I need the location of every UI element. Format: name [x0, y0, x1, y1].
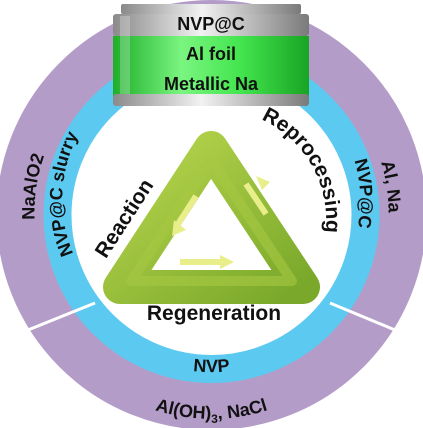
ring-divider-right [329, 301, 396, 332]
battery-line-2: Al foil [186, 44, 236, 64]
regeneration-label: Regeneration [147, 302, 281, 325]
ring-divider-left [27, 301, 96, 332]
battery-icon [113, 4, 309, 106]
inner-bottom-label: NVP [193, 355, 231, 376]
battery-line-3: Metallic Na [164, 74, 259, 94]
recycle-triangle-icon [103, 131, 320, 304]
battery-line-1: NVP@C [177, 14, 245, 34]
